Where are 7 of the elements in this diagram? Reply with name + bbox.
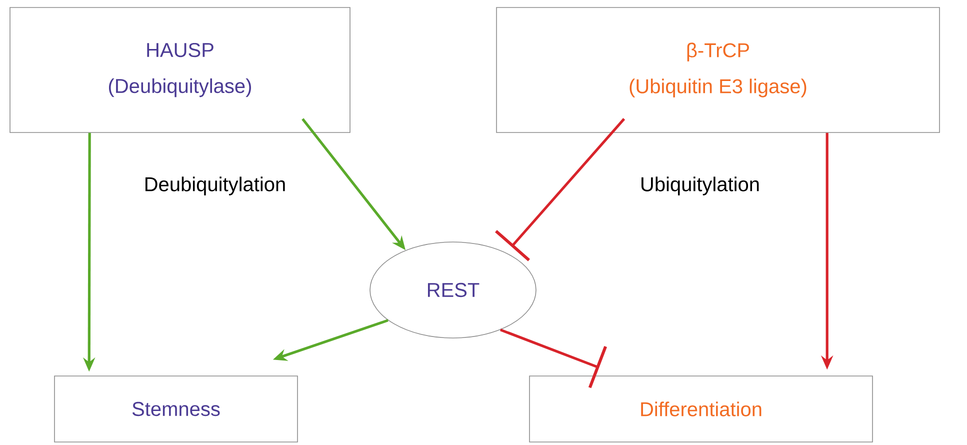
edge-label: Deubiquitylation bbox=[142, 174, 288, 198]
edge-label: Ubiquitylation bbox=[638, 174, 762, 198]
ellipse-node: REST bbox=[370, 242, 536, 338]
process-box: β-TrCP (Ubiquitin E3 ligase) bbox=[496, 7, 940, 133]
process-box: HAUSP (Deubiquitylase) bbox=[10, 7, 350, 133]
process-box: Stemness bbox=[54, 376, 298, 442]
process-box: Differentiation bbox=[529, 376, 873, 442]
